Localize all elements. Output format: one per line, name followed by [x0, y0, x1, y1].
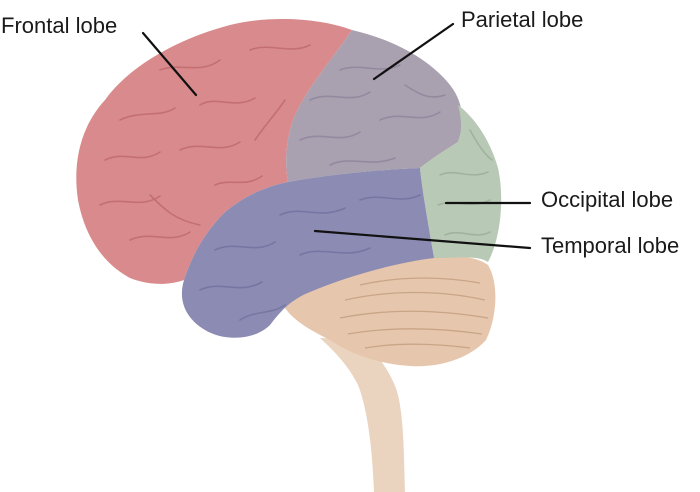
parietal-lobe [286, 30, 463, 182]
parietal-lobe-label: Parietal lobe [461, 7, 584, 32]
occipital-lobe-label: Occipital lobe [541, 187, 674, 212]
occipital-lobe [420, 105, 502, 262]
leader-line-parietal [372, 22, 455, 81]
cerebellum [283, 255, 496, 367]
leader-lines [141, 22, 532, 250]
frontal-lobe-label: Frontal lobe [1, 13, 118, 38]
cerebellum-folds [339, 277, 489, 349]
brainstem [320, 338, 405, 492]
leader-line-temporal [313, 229, 532, 250]
frontal-lobe [76, 18, 353, 284]
leader-line-frontal [141, 31, 198, 97]
temporal-lobe-label: Temporal lobe [541, 233, 680, 258]
gyri-lines [99, 44, 493, 321]
